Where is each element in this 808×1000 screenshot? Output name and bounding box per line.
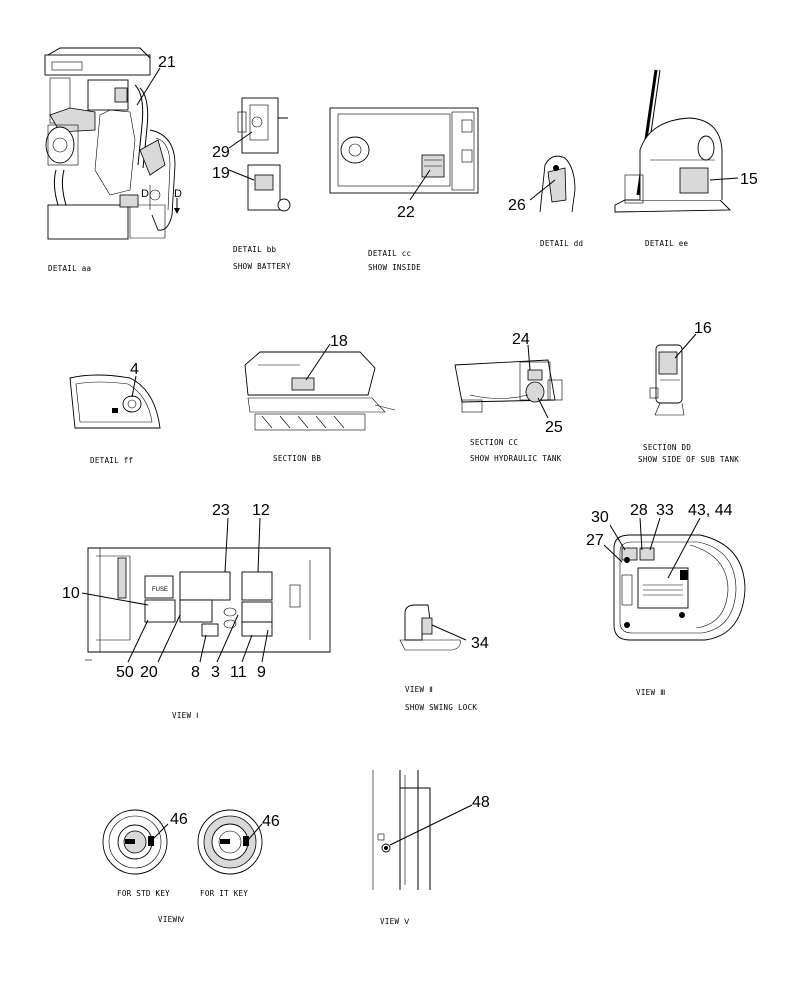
callout-8: 8 [191, 664, 200, 681]
callout-9: 9 [257, 664, 266, 681]
detail-dd-drawing [529, 155, 576, 213]
view-5-drawing [372, 770, 473, 890]
callout-28: 28 [630, 502, 648, 519]
caption-view-5: VIEW Ⅴ [380, 917, 410, 926]
section-marker-d-left: D [141, 188, 149, 200]
fuse-box-label: FUSE [152, 587, 168, 593]
callout-30: 30 [591, 509, 609, 526]
caption-detail-ff: DETAIL ff [90, 456, 133, 465]
caption-view-1: VIEW Ⅰ [172, 711, 199, 720]
section-marker-d-right: D [174, 188, 182, 200]
caption-detail-cc: DETAIL cc [368, 249, 411, 258]
caption-show-hydraulic-tank: SHOW HYDRAULIC TANK [470, 454, 562, 463]
caption-show-swing-lock: SHOW SWING LOCK [405, 703, 477, 712]
callout-3: 3 [211, 664, 220, 681]
view-4-std-key-drawing [102, 809, 169, 875]
caption-show-battery: SHOW BATTERY [233, 262, 291, 271]
detail-aa-drawing [44, 47, 180, 240]
caption-view-2: VIEW Ⅱ [405, 685, 433, 694]
callout-48: 48 [472, 794, 490, 811]
view-3-drawing [603, 517, 746, 641]
detail-ff-drawing [69, 374, 161, 429]
caption-section-dd: SECTION DD [643, 443, 691, 452]
detail-ee-drawing [614, 69, 739, 213]
callout-10: 10 [62, 585, 80, 602]
callout-25: 25 [545, 419, 563, 436]
detail-bb-drawing [228, 97, 291, 212]
view-1-drawing [81, 517, 331, 663]
callout-18: 18 [330, 333, 348, 350]
caption-for-it-key: FOR IT KEY [200, 889, 248, 898]
callout-22: 22 [397, 204, 415, 221]
caption-detail-aa: DETAIL aa [48, 264, 91, 273]
callout-26: 26 [508, 197, 526, 214]
callout-12: 12 [252, 502, 270, 519]
callout-34: 34 [471, 635, 489, 652]
callout-33: 33 [656, 502, 674, 519]
callout-46-it: 46 [262, 813, 280, 830]
caption-view-3: VIEW Ⅲ [636, 688, 666, 697]
caption-detail-dd: DETAIL dd [540, 239, 583, 248]
callout-21: 21 [158, 54, 176, 71]
callout-23: 23 [212, 502, 230, 519]
callout-4: 4 [130, 361, 139, 378]
caption-show-side-sub-tank: SHOW SIDE OF SUB TANK [638, 455, 739, 464]
callout-27: 27 [586, 532, 604, 549]
callout-29: 29 [212, 144, 230, 161]
view-4-it-key-drawing [197, 809, 263, 875]
section-bb-drawing [244, 343, 396, 431]
callout-50: 50 [116, 664, 134, 681]
section-dd-drawing [649, 333, 697, 416]
callout-20: 20 [140, 664, 158, 681]
detail-cc-drawing [329, 107, 479, 201]
callout-46-std: 46 [170, 811, 188, 828]
caption-section-cc: SECTION CC [470, 438, 518, 447]
caption-section-bb: SECTION BB [273, 454, 321, 463]
caption-detail-ee: DETAIL ee [645, 239, 689, 248]
callout-15: 15 [740, 171, 758, 188]
callout-43-44: 43, 44 [688, 502, 733, 519]
callout-19: 19 [212, 165, 230, 182]
caption-detail-bb: DETAIL bb [233, 245, 277, 254]
callout-24: 24 [512, 331, 530, 348]
callout-11: 11 [230, 664, 247, 681]
section-cc-drawing [454, 344, 563, 419]
caption-view-4: VIEWⅣ [158, 915, 185, 924]
callout-16: 16 [694, 320, 712, 337]
view-2-drawing [399, 604, 467, 651]
caption-show-inside: SHOW INSIDE [368, 263, 421, 272]
caption-for-std-key: FOR STD KEY [117, 889, 170, 898]
